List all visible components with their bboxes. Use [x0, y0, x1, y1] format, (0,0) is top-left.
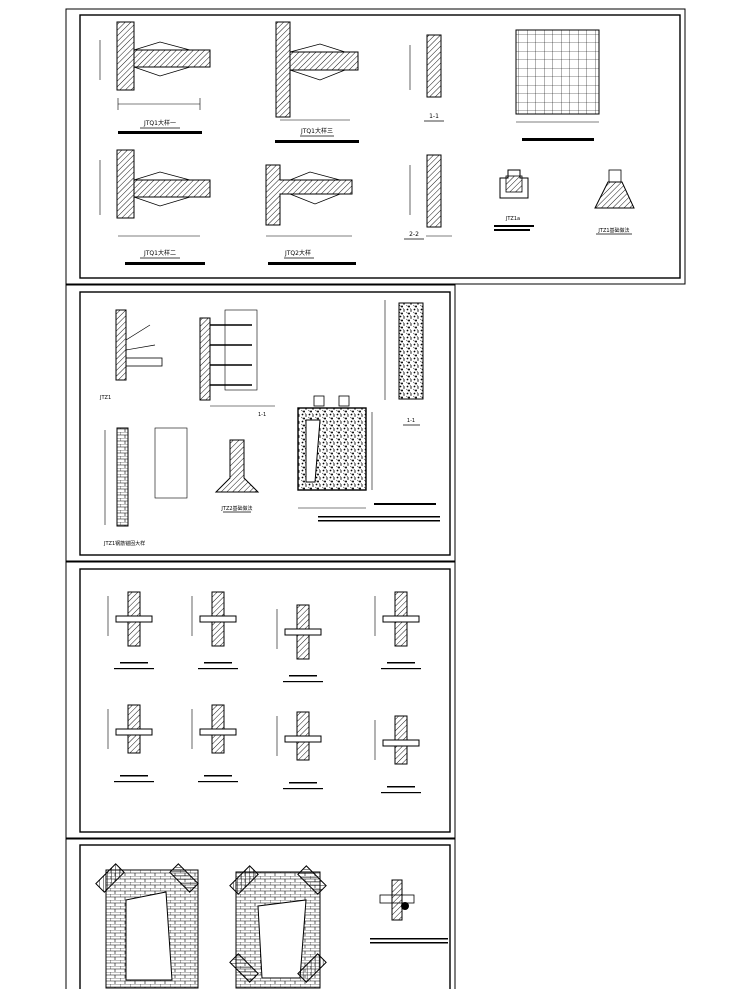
detail-door-opening [297, 395, 440, 522]
detail-jtz1-wall: JTZ1 [99, 309, 163, 401]
detail-jtq2: JTQ2大样 [265, 164, 356, 265]
detail-jtz2-foundation: JTZ2基础做法 [214, 439, 260, 513]
opening-detail-b [229, 865, 327, 989]
wall-detail [107, 704, 154, 783]
detail-jtz1a: JTZ1a [494, 169, 534, 231]
section-2-2-sheet1: 2-2 [404, 154, 452, 240]
mesh-detail [515, 29, 600, 141]
wall-detail [191, 591, 238, 670]
detail-label-jtz1-foundation: JTZ1基础做法 [597, 227, 629, 234]
detail-jtq1-c: JTQ1大样二 [99, 149, 211, 265]
detail-label-jtq1-c: JTQ1大样二 [143, 249, 176, 257]
wall-detail [107, 591, 154, 670]
wall-detail [374, 591, 421, 670]
opening-detail-a [95, 863, 199, 989]
detail-label-jtz1-anchorage: JTZ1钢筋锚固大样 [103, 540, 145, 547]
section-label-1-1-a: 1-1 [258, 412, 266, 418]
joint-detail [370, 879, 448, 944]
section-label-1-1: 1-1 [429, 113, 439, 120]
detail-label-jtq2: JTQ2大样 [284, 249, 311, 257]
wall-detail [276, 604, 323, 683]
detail-label-jtz1: JTZ1 [99, 395, 111, 401]
detail-tall-column: 1-1 [384, 300, 424, 426]
wall-detail [191, 704, 238, 783]
detail-jtz1-foundation: JTZ1基础做法 [594, 169, 635, 235]
sheet-3-details [107, 591, 421, 794]
section-label-2-2: 2-2 [409, 231, 419, 238]
sheet-2: JTZ1 1-1 1-1 JTZ1钢筋锚固大样 JTZ2基础做法 [65, 284, 456, 562]
sheet-1: JTQ1大样一 JTQ1大样三 1-1 [65, 8, 686, 285]
detail-jtq1-a: JTQ1大样一 [99, 21, 211, 134]
section-1-1-sheet1: 1-1 [409, 34, 444, 122]
detail-label-jtq1-b: JTQ1大样三 [300, 127, 333, 135]
detail-label-jtz2-foundation: JTZ2基础做法 [220, 505, 252, 512]
detail-label-jtq1-a: JTQ1大样一 [143, 119, 176, 127]
section-label-1-1-b: 1-1 [407, 418, 415, 424]
wall-detail [276, 711, 323, 790]
detail-jtz1-anchorage: JTZ1钢筋锚固大样 [103, 427, 188, 547]
sheet-3 [65, 561, 456, 839]
detail-section-1-1-bars: 1-1 [199, 309, 275, 418]
detail-jtq1-b: JTQ1大样三 [275, 21, 359, 143]
sheet-4 [65, 838, 456, 993]
wall-detail [374, 715, 421, 794]
detail-label-jtz1a: JTZ1a [505, 216, 520, 222]
